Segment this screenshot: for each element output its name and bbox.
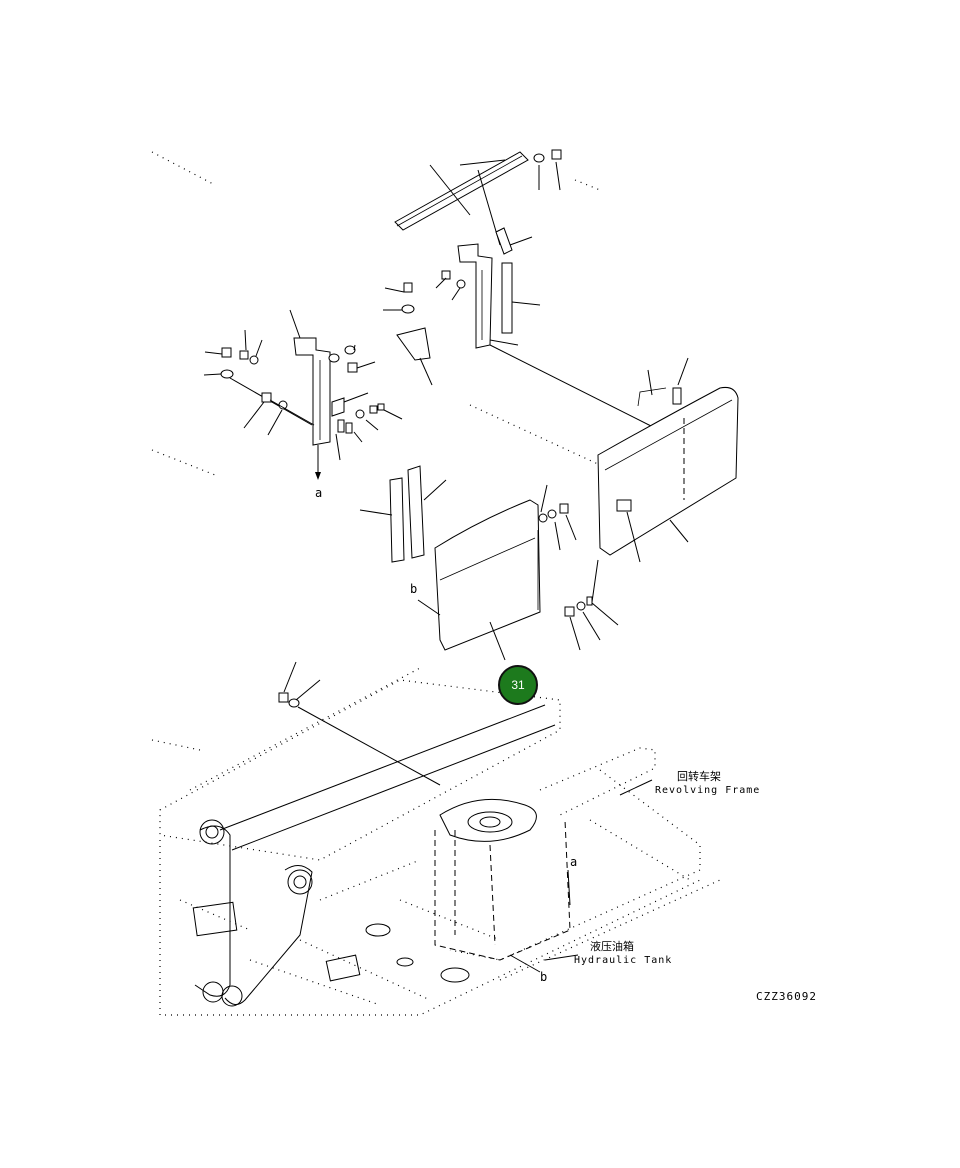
callout-31[interactable]: 31 [498, 665, 538, 705]
bolts-left-post [203, 329, 315, 436]
revolving-frame [159, 667, 721, 1016]
rubber-pads-upper [495, 227, 541, 334]
marker-a-lower: a [570, 855, 578, 869]
latch-clip [637, 357, 689, 407]
angle-bracket [396, 327, 433, 386]
faint-reference-marks [151, 151, 601, 751]
drawing-number: CZZ36092 [756, 990, 817, 1003]
cover-panel-left [417, 499, 541, 661]
vertical-post-right [457, 243, 656, 429]
hydraulic-tank [434, 798, 571, 973]
marker-b-lower: b [540, 970, 548, 984]
marker-b-upper: b [410, 582, 418, 596]
label-leaders [544, 779, 653, 961]
bolt-washer-frame [278, 661, 441, 786]
cover-panel-right [597, 387, 739, 563]
bolts-right-post [383, 270, 466, 314]
hydraulic-tank-label-en: Hydraulic Tank [574, 955, 673, 966]
rubber-strips [359, 465, 447, 563]
hardware-left-post-right [328, 344, 403, 461]
revolving-frame-label-en: Revolving Frame [655, 785, 761, 796]
marker-a-upper: a [315, 486, 323, 500]
bolt-washer-top [533, 149, 562, 191]
revolving-frame-label-cn: 回转车架 [677, 770, 721, 783]
hydraulic-tank-label-cn: 液压油箱 [590, 940, 634, 953]
vertical-post-left [289, 309, 331, 480]
top-bracket-bar [394, 151, 529, 246]
bolts-mid [538, 484, 619, 651]
